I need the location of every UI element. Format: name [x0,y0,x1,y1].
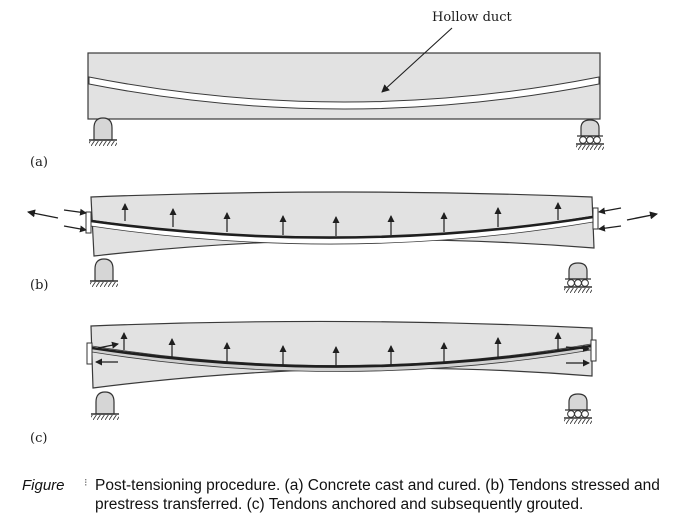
roller-support-c [563,393,593,425]
panel-c: (c) [30,320,597,446]
compression-left-lower-arrow [63,225,87,233]
duct-annotation-leader [381,27,453,93]
panel-a: Hollow duct (a) [30,10,605,170]
panel-a-label: (a) [30,155,48,170]
compression-right-lower-arrow [598,224,622,232]
figure-caption: Figure ⁝ Post-tensioning procedure. (a) … [0,474,683,518]
caption-figure-word: Figure [22,477,65,494]
jack-force-left-arrow [27,209,59,219]
pin-support-c [90,391,120,421]
jack-force-right-arrow [626,211,658,221]
anchorage-force-left-upper-arrow [97,341,119,349]
panel-c-label: (c) [30,431,47,446]
anchor-plate-right-b [592,207,599,230]
roller-support-b [563,262,593,294]
upward-forces-b [121,202,562,236]
upward-forces-c [120,332,562,366]
pin-support-b [89,258,119,288]
compression-right-upper-arrow [598,207,622,215]
hollow-duct-label: Hollow duct [432,10,513,25]
panel-b: (b) [27,191,658,294]
caption-separator: ⁝ [84,477,88,489]
anchor-plate-right-c [590,339,597,362]
caption-text: Post-tensioning procedure. (a) Concrete … [95,477,660,513]
hollow-duct [88,76,600,110]
panel-b-label: (b) [30,278,48,293]
anchorage-force-right-upper-arrow [565,344,590,352]
beam-b [90,191,595,257]
roller-support-a [575,119,605,151]
beam-c [90,320,593,389]
pin-support-a [88,117,118,147]
tendon-b [90,215,594,239]
anchor-plate-left-b [85,211,92,234]
tendon-c [91,344,592,368]
anchor-plate-left-c [86,342,93,365]
compression-left-upper-arrow [63,208,87,216]
